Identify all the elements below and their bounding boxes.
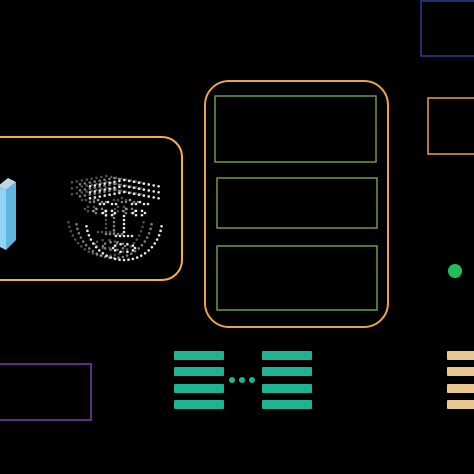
center-slot-2 (216, 177, 378, 229)
top-right-box (420, 0, 474, 57)
center-slot-3 (216, 245, 378, 311)
center-slot-1 (214, 95, 377, 163)
tan-stack (447, 351, 474, 409)
face-landmark-icon (67, 174, 163, 262)
status-dot (448, 264, 462, 278)
teal-stack-left (174, 351, 224, 409)
bottom-left-box (0, 363, 92, 421)
input-panel (0, 136, 183, 281)
cube-icon (0, 178, 16, 250)
center-module (204, 80, 389, 328)
teal-stack-right (262, 351, 312, 409)
ellipsis-icon (229, 377, 255, 383)
right-orange-box (427, 97, 474, 155)
